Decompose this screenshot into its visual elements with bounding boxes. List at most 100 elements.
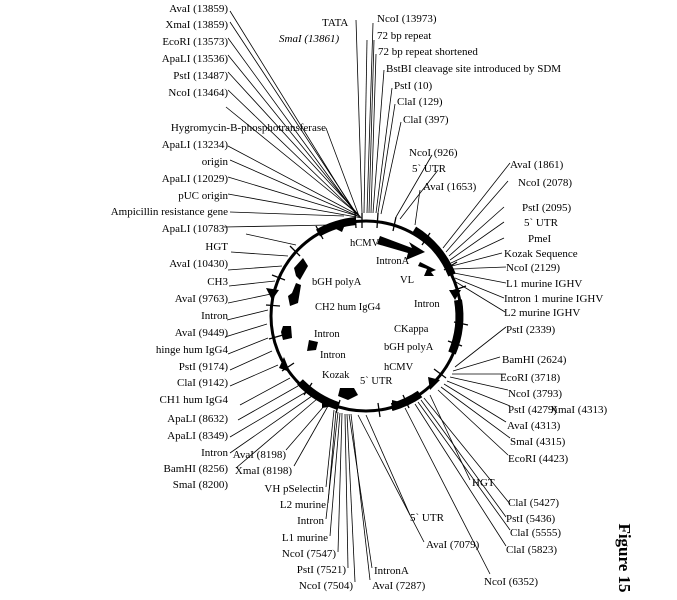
feature-hcmv-top: hCMV (350, 238, 380, 249)
label-pmei: PmeI (528, 233, 552, 245)
label-psti-4279: PstI (4279) (508, 404, 558, 416)
label-clai-397: ClaI (397) (403, 114, 449, 126)
label-origin: origin (202, 156, 229, 168)
label-avai-9449: AvaI (9449) (175, 327, 229, 339)
label-xmai-4313: XmaI (4313) (550, 404, 607, 416)
label-72bp-repeat: 72 bp repeat (377, 30, 431, 42)
feature-bgh-polya-right: bGH polyA (384, 342, 434, 353)
label-bstbi-site: BstBI cleavage site introduced by SDM (386, 63, 561, 75)
label-kozak-sequence: Kozak Sequence (504, 248, 578, 260)
labels-inner: hCMV IntronA VL Intron CKappa bGH polyA … (312, 238, 440, 387)
label-psti-7521: PstI (7521) (297, 564, 347, 576)
label-ncoi-7504: NcoI (7504) (299, 580, 353, 592)
label-avai-1861: AvaI (1861) (510, 159, 564, 171)
label-clai-5555: ClaI (5555) (510, 527, 561, 539)
label-apali-12029: ApaLI (12029) (162, 173, 229, 185)
label-ncoi-926: NcoI (926) (409, 147, 458, 159)
label-avai-9763: AvaI (9763) (175, 293, 229, 305)
label-ncoi-3793: NcoI (3793) (508, 388, 562, 400)
label-xmai-13859: XmaI (13859) (165, 19, 228, 31)
label-psti-5436: PstI (5436) (506, 513, 556, 525)
label-5utr-right: 5` UTR (524, 217, 559, 229)
label-ncoi-2129: NcoI (2129) (506, 262, 560, 274)
label-apali-8632: ApaLI (8632) (167, 413, 228, 425)
label-bamhi-2624: BamHI (2624) (502, 354, 567, 366)
labels-bottom-right: IntronA AvaI (7287) AvaI (7079) 5` UTR N… (372, 477, 561, 592)
label-5utr-b: 5` UTR (410, 512, 445, 524)
label-avai-7287: AvaI (7287) (372, 580, 426, 592)
label-bamhi-8256: BamHI (8256) (164, 463, 229, 475)
label-tata: TATA (322, 17, 348, 29)
label-ecori-4423: EcoRI (4423) (508, 453, 569, 465)
label-ncoi-2078: NcoI (2078) (518, 177, 572, 189)
label-5utr-top: 5` UTR (412, 163, 447, 175)
feature-introna-top: IntronA (376, 256, 410, 267)
label-ncoi-13973: NcoI (13973) (377, 13, 437, 25)
label-avai-7079: AvaI (7079) (426, 539, 480, 551)
labels-right: EcoRI (4423) SmaI (4315) AvaI (4313) Xma… (500, 159, 607, 465)
label-vh-pselectin: VH pSelectin (264, 483, 324, 495)
label-apali-13234: ApaLI (13234) (162, 139, 229, 151)
label-l2-murine-ighv: L2 murine IGHV (504, 307, 580, 319)
feature-ckappa: CKappa (394, 324, 429, 335)
label-intron-bl: Intron (201, 447, 228, 459)
feature-vl: VL (400, 275, 414, 286)
labels-bottom: AvaI (8198) XmaI (8198) VH pSelectin L2 … (233, 449, 354, 592)
label-l1-murine-ighv: L1 murine IGHV (506, 278, 582, 290)
label-ecori-3718: EcoRI (3718) (500, 372, 561, 384)
label-apali-10783: ApaLI (10783) (162, 223, 229, 235)
label-ch1: CH1 hum IgG4 (160, 394, 229, 406)
label-clai-129: ClaI (129) (397, 96, 443, 108)
feature-intron-right: Intron (414, 299, 440, 310)
inner-arrows (281, 236, 436, 400)
labels-top: TATA SmaI (13861) NcoI (13973) 72 bp rep… (279, 13, 561, 193)
label-psti-2339: PstI (2339) (506, 324, 556, 336)
label-l2-murine-b: L2 murine (280, 499, 326, 511)
ring-arrows (266, 222, 461, 411)
figure-label: Figure 15 (615, 523, 634, 593)
label-clai-5823: ClaI (5823) (506, 544, 557, 556)
label-psti-2095: PstI (2095) (522, 202, 572, 214)
labels-left: AvaI (13859) XmaI (13859) EcoRI (13573) … (111, 3, 326, 491)
label-smai-8200: SmaI (8200) (173, 479, 229, 491)
label-smai-4315: SmaI (4315) (510, 436, 566, 448)
label-introna-b: IntronA (374, 565, 409, 577)
label-smai-13861: SmaI (13861) (279, 33, 340, 45)
label-avai-8198: AvaI (8198) (233, 449, 287, 461)
label-intron-b: Intron (297, 515, 324, 527)
feature-ch2-hum-igg4: CH2 hum IgG4 (315, 302, 381, 313)
label-intron-left: Intron (201, 310, 228, 322)
label-psti-13487: PstI (13487) (173, 70, 228, 82)
feature-bgh-polya-left: bGH polyA (312, 277, 362, 288)
label-ch3: CH3 (207, 276, 228, 288)
label-hgt-right: HGT (472, 477, 495, 489)
label-psti-9174: PstI (9174) (179, 361, 229, 373)
label-hygromycin: Hygromycin-B-phosphotransferase (171, 122, 326, 134)
feature-intron-inner2: Intron (320, 350, 346, 361)
label-clai-9142: ClaI (9142) (177, 377, 228, 389)
label-apali-13536: ApaLI (13536) (162, 53, 229, 65)
label-ecori-13573: EcoRI (13573) (162, 36, 228, 48)
label-clai-5427: ClaI (5427) (508, 497, 559, 509)
label-hgt-left: HGT (205, 241, 228, 253)
feature-hcmv-right: hCMV (384, 362, 414, 373)
label-ncoi-13464: NcoI (13464) (168, 87, 228, 99)
label-psti-10: PstI (10) (394, 80, 433, 92)
label-l1-murine-b: L1 murine (282, 532, 328, 544)
label-puc-origin: pUC origin (178, 190, 228, 202)
label-avai-10430: AvaI (10430) (169, 258, 228, 270)
label-hinge: hinge hum IgG4 (156, 344, 229, 356)
label-avai-13859: AvaI (13859) (169, 3, 228, 15)
label-xmai-8198: XmaI (8198) (235, 465, 292, 477)
label-avai-1653: AvaI (1653) (423, 181, 477, 193)
label-ncoi-7547: NcoI (7547) (282, 548, 336, 560)
label-intron1-murine-ighv: Intron 1 murine IGHV (504, 293, 603, 305)
label-ncoi-6352: NcoI (6352) (484, 576, 538, 588)
leader-lines (223, 10, 511, 583)
label-avai-4313: AvaI (4313) (507, 420, 561, 432)
feature-5utr-inner: 5` UTR (360, 376, 392, 387)
feature-kozak: Kozak (322, 370, 350, 381)
label-72bp-repeat-shortened: 72 bp repeat shortened (378, 46, 478, 58)
label-apali-8349: ApaLI (8349) (167, 430, 228, 442)
feature-intron-inner1: Intron (314, 329, 340, 340)
